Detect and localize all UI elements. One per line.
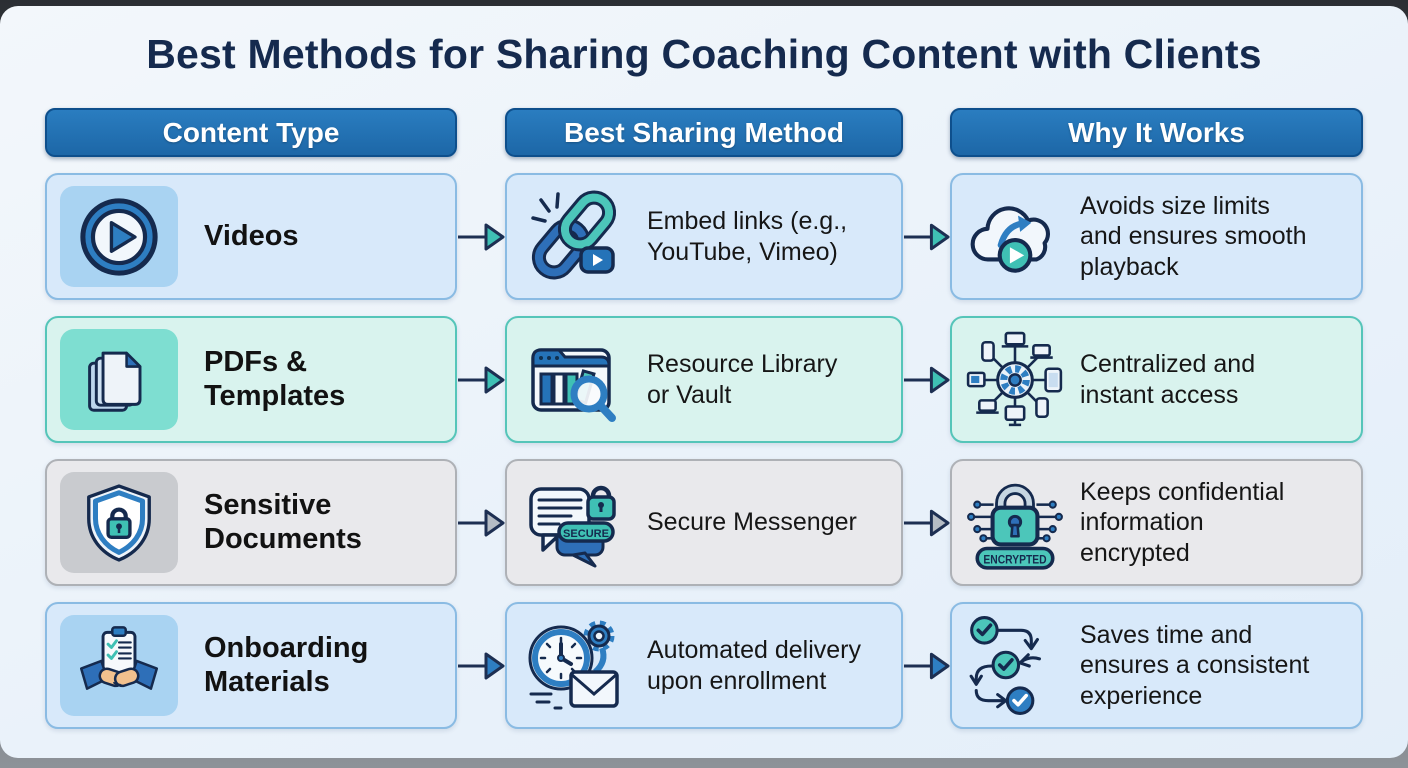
cloud-streaming-icon (970, 205, 1050, 273)
why-it-works-text: Saves time and ensures a consistent expe… (1080, 620, 1310, 710)
secure-badge-label: SECURE (563, 528, 609, 540)
column-header-content-type: Content Type (45, 108, 457, 157)
content-type-label: Onboarding Materials (204, 632, 369, 698)
embed-link-icon (531, 190, 617, 279)
content-type-card: Videos (45, 173, 457, 300)
why-it-works-card: Saves time and ensures a consistent expe… (950, 602, 1363, 729)
encrypted-badge-label: ENCRYPTED (983, 552, 1046, 566)
sharing-method-icon (525, 616, 625, 716)
flow-arrow (903, 316, 950, 443)
content-type-label: Videos (204, 219, 299, 252)
sharing-method-text: Resource Library or Vault (647, 350, 838, 409)
sharing-method-text: Automated delivery upon enrollment (647, 636, 862, 695)
document-stack-icon (88, 351, 142, 412)
sharing-method-icon (525, 187, 625, 287)
content-type-icon (77, 624, 161, 708)
content-type-icon-box (60, 186, 178, 287)
why-it-works-icon: ENCRYPTED (964, 472, 1066, 574)
content-type-card: PDFs & Templates (45, 316, 457, 443)
infographic-canvas: Best Methods for Sharing Coaching Conten… (0, 6, 1408, 758)
sharing-method-card: Automated delivery upon enrollment (505, 602, 903, 729)
sharing-method-card: SECURE Secure Messenger (505, 459, 903, 586)
right-arrow-icon (458, 509, 505, 536)
column-header-sharing-method: Best Sharing Method (505, 108, 903, 157)
flow-arrow (457, 459, 505, 586)
encrypted-lock-icon: ENCRYPTED (967, 483, 1063, 570)
device-network-icon (966, 331, 1063, 426)
why-it-works-card: Avoids size limits and ensures smooth pl… (950, 173, 1363, 300)
content-type-card: Sensitive Documents (45, 459, 457, 586)
why-it-works-text: Keeps confidential information encrypted (1080, 477, 1285, 567)
content-type-icon-box (60, 472, 178, 573)
right-arrow-icon (458, 366, 505, 393)
why-it-works-card: Centralized and instant access (950, 316, 1363, 443)
column-header-why-it-works: Why It Works (950, 108, 1363, 157)
content-type-label: PDFs & Templates (204, 346, 346, 412)
flow-arrow (903, 173, 950, 300)
header-spacer (457, 108, 505, 157)
sharing-method-card: Resource Library or Vault (505, 316, 903, 443)
content-type-icon (77, 195, 161, 279)
flow-arrow (903, 602, 950, 729)
content-type-icon (77, 338, 161, 422)
sharing-method-text: Secure Messenger (647, 508, 857, 537)
video-play-icon (80, 197, 158, 276)
shield-lock-icon (87, 483, 151, 562)
why-it-works-icon (964, 329, 1066, 431)
right-arrow-icon (458, 223, 505, 250)
handshake-checklist-icon (79, 625, 159, 690)
content-type-card: Onboarding Materials (45, 602, 457, 729)
resource-library-icon (531, 347, 616, 422)
flow-arrow (903, 459, 950, 586)
comparison-grid: Content Type Best Sharing Method Why It … (0, 108, 1408, 729)
workflow-checkmarks-icon (969, 615, 1042, 715)
content-type-icon-box (60, 329, 178, 430)
sharing-method-text: Embed links (e.g., YouTube, Vimeo) (647, 207, 848, 266)
why-it-works-text: Centralized and instant access (1080, 350, 1256, 409)
why-it-works-icon (964, 186, 1066, 288)
secure-messenger-icon: SECURE (529, 485, 616, 567)
content-type-icon-box (60, 615, 178, 716)
header-spacer (903, 108, 950, 157)
flow-arrow (457, 602, 505, 729)
sharing-method-card: Embed links (e.g., YouTube, Vimeo) (505, 173, 903, 300)
right-arrow-icon (903, 652, 950, 679)
sharing-method-icon (525, 330, 625, 430)
flow-arrow (457, 316, 505, 443)
sharing-method-icon: SECURE (525, 473, 625, 573)
right-arrow-icon (458, 652, 505, 679)
page-title: Best Methods for Sharing Coaching Conten… (146, 31, 1262, 77)
right-arrow-icon (903, 366, 950, 393)
content-type-icon (77, 481, 161, 565)
why-it-works-text: Avoids size limits and ensures smooth pl… (1080, 191, 1307, 281)
right-arrow-icon (903, 509, 950, 536)
why-it-works-icon (964, 615, 1066, 717)
content-type-label: Sensitive Documents (204, 489, 362, 555)
why-it-works-card: ENCRYPTED Keeps confidential information… (950, 459, 1363, 586)
flow-arrow (457, 173, 505, 300)
scheduled-email-icon (528, 620, 619, 709)
right-arrow-icon (903, 223, 950, 250)
